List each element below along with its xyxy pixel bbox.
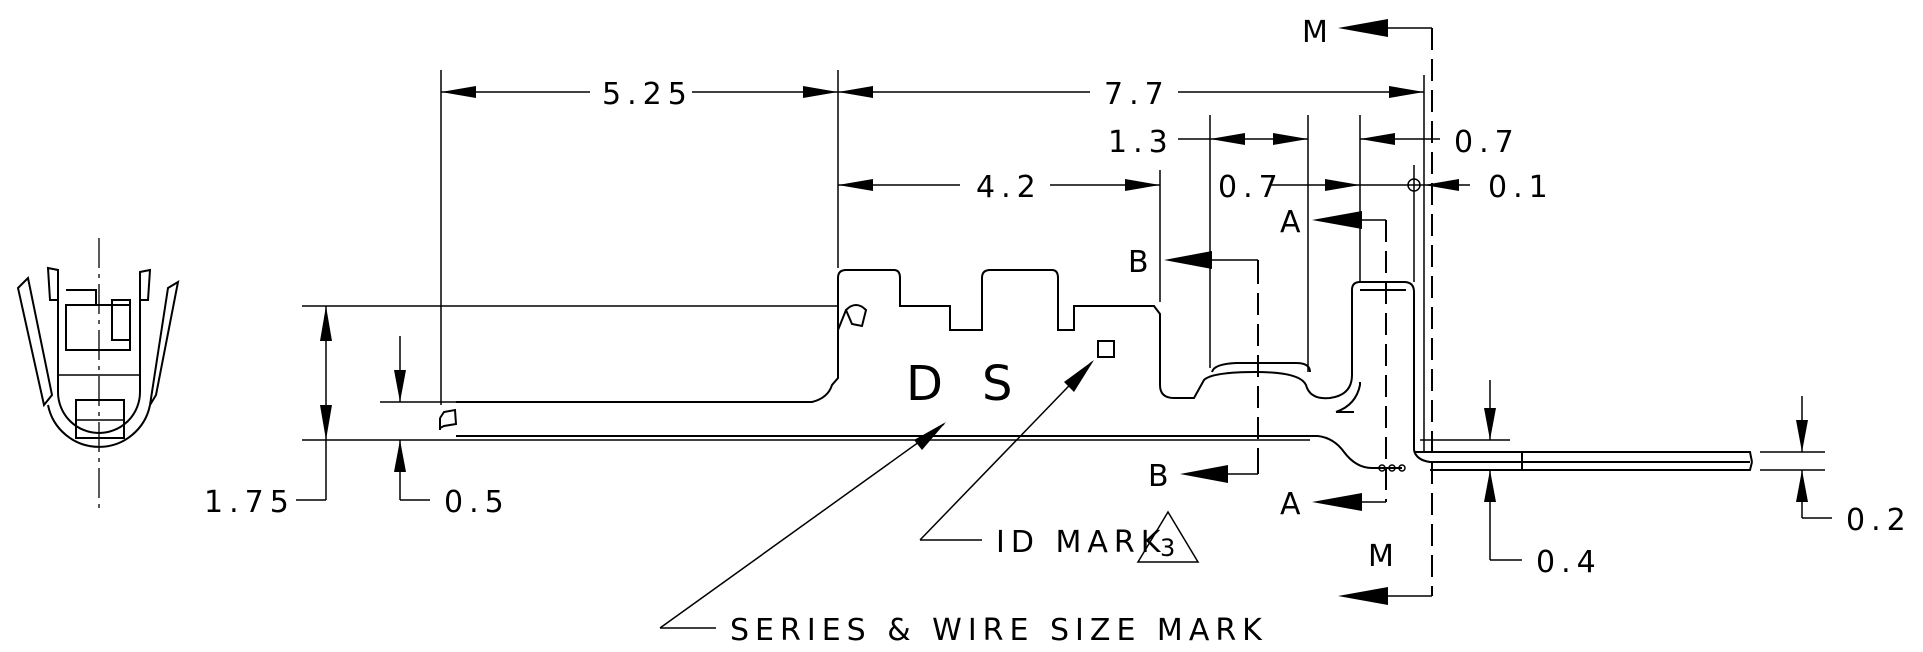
- section-b-bottom-arrow: [1180, 465, 1228, 483]
- dim-0-2-label: 0.2: [1846, 503, 1912, 538]
- end-view-body: [57, 275, 141, 434]
- id-mark-arrow: [1064, 360, 1094, 392]
- dim-7-7-arrow-right: [1389, 86, 1424, 98]
- dim-0-4-arrow-bottom: [1484, 470, 1496, 502]
- dimension-7-7: 7.7: [838, 77, 1424, 112]
- series-mark-callout: SERIES & WIRE SIZE MARK: [659, 422, 1268, 648]
- dim-0-2-arrow-top: [1796, 420, 1808, 452]
- section-b-top-arrow: [1164, 251, 1212, 269]
- dimension-0-2: 0.2: [1796, 396, 1912, 538]
- dimension-1-3: 1.3: [1108, 125, 1308, 160]
- dimension-0-4: 0.4: [1484, 380, 1602, 580]
- dimension-5-25: 5.25: [441, 77, 838, 112]
- pin-tip: [439, 408, 458, 429]
- series-mark-arrow: [914, 422, 946, 450]
- end-view-side-block: [111, 299, 131, 341]
- dimension-0-7-mid: 0.7: [1218, 170, 1360, 205]
- crimp-wing-inner: [1211, 362, 1311, 373]
- mark-d: D: [906, 356, 943, 412]
- dim-5-25-label: 5.25: [602, 77, 693, 112]
- series-mark-leader: [659, 423, 945, 629]
- dim-0-5-label: 0.5: [444, 485, 510, 520]
- section-m-top-label: M: [1302, 15, 1328, 50]
- extension-lines: [302, 70, 1825, 471]
- rivet-dot-3: [1398, 464, 1406, 472]
- body-outline: [837, 269, 1750, 463]
- dimension-0-1: 0.1: [1360, 170, 1554, 205]
- dimension-0-7-top: 0.7: [1360, 125, 1520, 160]
- note-triangle: [1136, 510, 1200, 563]
- lance-edge: [837, 309, 847, 331]
- section-m-bottom-label: M: [1368, 539, 1394, 574]
- dim-1-3-label: 1.3: [1108, 125, 1174, 160]
- bottom-step: [1317, 435, 1402, 469]
- section-a-top-arrow: [1312, 211, 1362, 229]
- section-b: B B: [1128, 245, 1259, 494]
- dim-0-4-arrow-top: [1484, 408, 1496, 440]
- end-view-left-flap: [16, 275, 54, 408]
- dim-0-7-top-arrow: [1360, 133, 1395, 145]
- lance-detail: [844, 304, 868, 328]
- dim-1-3-arrow-right: [1273, 133, 1308, 145]
- dim-7-7-arrow-left: [838, 86, 873, 98]
- dimension-0-5: 0.5: [394, 336, 510, 520]
- section-m-top-arrow: [1338, 19, 1388, 37]
- dimension-1-75: 1.75: [204, 306, 332, 520]
- dim-4-2-arrow-left: [838, 179, 873, 191]
- dim-1-75-arrow-top: [320, 306, 332, 341]
- section-a-bottom-arrow: [1312, 493, 1362, 511]
- dim-0-1-arrow: [1424, 179, 1459, 191]
- pin-top-edge: [456, 360, 839, 403]
- section-a-bottom-label: A: [1280, 487, 1301, 522]
- section-b-top-label: B: [1128, 245, 1149, 280]
- end-view-outer-arc: [47, 404, 151, 448]
- id-mark-square: [1097, 340, 1115, 358]
- dim-1-75-arrow-bottom: [320, 405, 332, 440]
- terminal-side-view: D S: [439, 269, 1753, 472]
- insulation-wing-curve: [1335, 382, 1361, 413]
- dim-0-5-arrow-bottom: [394, 440, 406, 472]
- dim-1-75-label: 1.75: [204, 485, 295, 520]
- carrier-strip-top: [1414, 451, 1753, 463]
- end-view: [16, 238, 180, 508]
- id-mark-callout: ID MARK 3: [919, 360, 1200, 563]
- series-mark-label: SERIES & WIRE SIZE MARK: [730, 613, 1268, 648]
- mark-s: S: [982, 356, 1012, 412]
- dim-4-2-label: 4.2: [976, 170, 1042, 205]
- section-b-bottom-label: B: [1148, 459, 1169, 494]
- dim-0-7-mid-label: 0.7: [1218, 170, 1284, 205]
- dim-0-1-label: 0.1: [1488, 170, 1554, 205]
- end-view-right-flap: [149, 279, 180, 406]
- dim-0-7-mid-arrow: [1325, 179, 1360, 191]
- end-view-top-step: [66, 289, 97, 305]
- dim-7-7-label: 7.7: [1104, 77, 1170, 112]
- dim-4-2-arrow-right: [1125, 179, 1160, 191]
- id-mark-leader: [919, 361, 1093, 541]
- dimension-4-2: 4.2: [838, 170, 1160, 205]
- end-view-pin-square: [75, 399, 125, 439]
- dim-0-4-label: 0.4: [1536, 545, 1602, 580]
- section-a-top-label: A: [1280, 205, 1301, 240]
- end-view-inner-box: [65, 304, 131, 351]
- dim-0-7-top-label: 0.7: [1454, 125, 1520, 160]
- end-view-right-tab: [139, 268, 152, 301]
- dim-1-3-arrow-left: [1210, 133, 1245, 145]
- section-m-bottom-arrow: [1338, 587, 1388, 605]
- section-m: M M: [1302, 15, 1433, 605]
- id-mark-label: ID MARK: [996, 525, 1166, 560]
- dim-0-2-arrow-bottom: [1796, 470, 1808, 502]
- dim-5-25-arrow-right: [803, 86, 838, 98]
- end-view-left-tab: [46, 266, 59, 301]
- dim-0-5-arrow-top: [394, 370, 406, 402]
- carrier-strip-bottom: [1430, 461, 1753, 471]
- rivet-dot-2: [1388, 464, 1396, 472]
- dim-5-25-arrow-left: [441, 86, 476, 98]
- section-a: A A: [1280, 205, 1387, 522]
- note-number: 3: [1160, 534, 1175, 562]
